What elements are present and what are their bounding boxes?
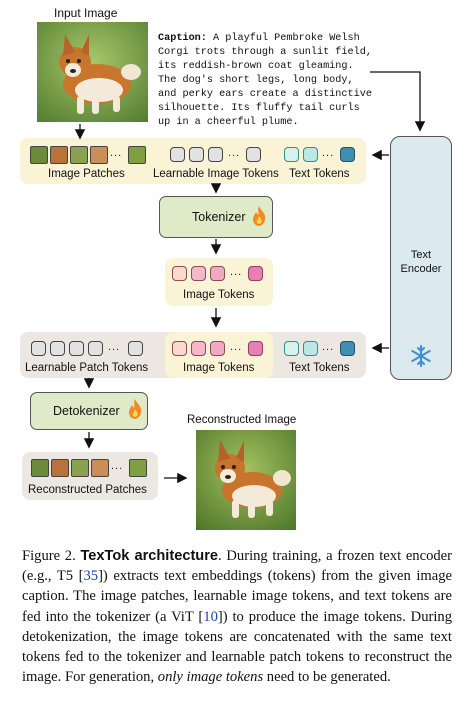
flow-arrows <box>74 71 426 484</box>
reconstructed-patch <box>91 459 109 477</box>
reconstructed-patch <box>71 459 89 477</box>
reconstructed-image <box>196 430 296 530</box>
image-patch <box>70 146 88 164</box>
caption-line: up in a cheerful plume. <box>158 117 299 128</box>
caption-line: Corgi trots through a sunlit field, <box>158 47 372 58</box>
figure-number: Figure 2. <box>22 548 76 564</box>
reconstructed-patch <box>129 459 147 477</box>
figure-text: . During training, a frozen text encoder… <box>22 548 453 585</box>
learnable-patch-token <box>31 341 46 356</box>
flame-icon <box>129 399 142 419</box>
text-token <box>284 341 299 356</box>
image-patches-label: Image Patches <box>48 168 125 180</box>
ellipsis: ... <box>230 341 243 353</box>
caption-line: and perky ears create a distinctive <box>158 89 372 100</box>
text-encoder-module <box>390 136 452 380</box>
ellipsis: ... <box>322 341 335 353</box>
learnable-image-tokens-label: Learnable Image Tokens <box>153 168 279 180</box>
text-encoder-label: Text Encoder <box>390 248 452 276</box>
image-token <box>191 266 206 281</box>
figure-emphasis: only image tokens <box>157 669 264 686</box>
learnable-patch-tokens-label: Learnable Patch Tokens <box>25 362 149 374</box>
input-image-label: Input Image <box>54 6 118 20</box>
learnable-image-token <box>189 147 204 162</box>
image-patch <box>128 146 146 164</box>
flame-icon <box>253 206 266 226</box>
figure-text: need to be generated. <box>263 669 391 686</box>
caption-line: The dog's short legs, long body, <box>158 75 354 86</box>
text-token <box>340 341 355 356</box>
image-tokens-label: Image Tokens <box>183 362 255 374</box>
citation-link[interactable]: 10 <box>203 608 218 625</box>
image-token <box>210 341 225 356</box>
image-tokens-label: Image Tokens <box>183 289 255 301</box>
text-encoder-line: Encoder <box>400 263 442 275</box>
text-token <box>303 341 318 356</box>
citation-link[interactable]: 35 <box>83 568 99 585</box>
ellipsis: ... <box>228 147 241 159</box>
text-token <box>303 147 318 162</box>
image-patch <box>90 146 108 164</box>
caption-text: Caption: A playful Pembroke Welsh Corgi … <box>158 32 372 130</box>
learnable-patch-token <box>69 341 84 356</box>
ellipsis: ... <box>111 460 124 472</box>
figure-text: ]) extracts text embeddings (tokens) fro… <box>22 568 452 625</box>
figure-caption: Figure 2. TexTok architecture. During tr… <box>22 546 452 687</box>
image-token <box>210 266 225 281</box>
learnable-patch-token <box>128 341 143 356</box>
detokenizer-label: Detokenizer <box>53 404 120 418</box>
reconstructed-patches-label: Reconstructed Patches <box>28 484 147 496</box>
image-token <box>191 341 206 356</box>
caption-line: silhouette. Its fluffy tail curls <box>158 103 360 114</box>
text-tokens-label: Text Tokens <box>289 168 350 180</box>
learnable-patch-token <box>88 341 103 356</box>
learnable-image-token <box>208 147 223 162</box>
image-token <box>172 341 187 356</box>
tokenizer-label: Tokenizer <box>192 210 246 224</box>
learnable-image-token <box>170 147 185 162</box>
text-tokens-label: Text Tokens <box>289 362 350 374</box>
text-token <box>340 147 355 162</box>
image-token <box>248 266 263 281</box>
reconstructed-patch <box>31 459 49 477</box>
text-token <box>284 147 299 162</box>
tokenizer-module: Tokenizer <box>159 196 273 238</box>
text-encoder-line: Text <box>410 249 432 261</box>
ellipsis: ... <box>108 341 121 353</box>
learnable-image-token <box>246 147 261 162</box>
learnable-patch-token <box>50 341 65 356</box>
image-token <box>248 341 263 356</box>
caption-line: A playful Pembroke Welsh <box>206 33 360 44</box>
caption-line: its reddish-brown coat gleaming. <box>158 61 354 72</box>
caption-heading: Caption: <box>158 33 207 44</box>
reconstructed-patch <box>51 459 69 477</box>
snowflake-icon <box>411 345 431 367</box>
input-image <box>37 22 148 122</box>
ellipsis: ... <box>230 266 243 278</box>
image-token <box>172 266 187 281</box>
figure-title: TexTok architecture <box>80 548 219 564</box>
detokenizer-module: Detokenizer <box>30 392 148 430</box>
ellipsis: ... <box>110 147 123 159</box>
image-patch <box>30 146 48 164</box>
reconstructed-image-label: Reconstructed Image <box>187 414 297 426</box>
ellipsis: ... <box>322 147 335 159</box>
image-patch <box>50 146 68 164</box>
figure-text: ]) to produce the image tokens. During d… <box>22 608 453 686</box>
